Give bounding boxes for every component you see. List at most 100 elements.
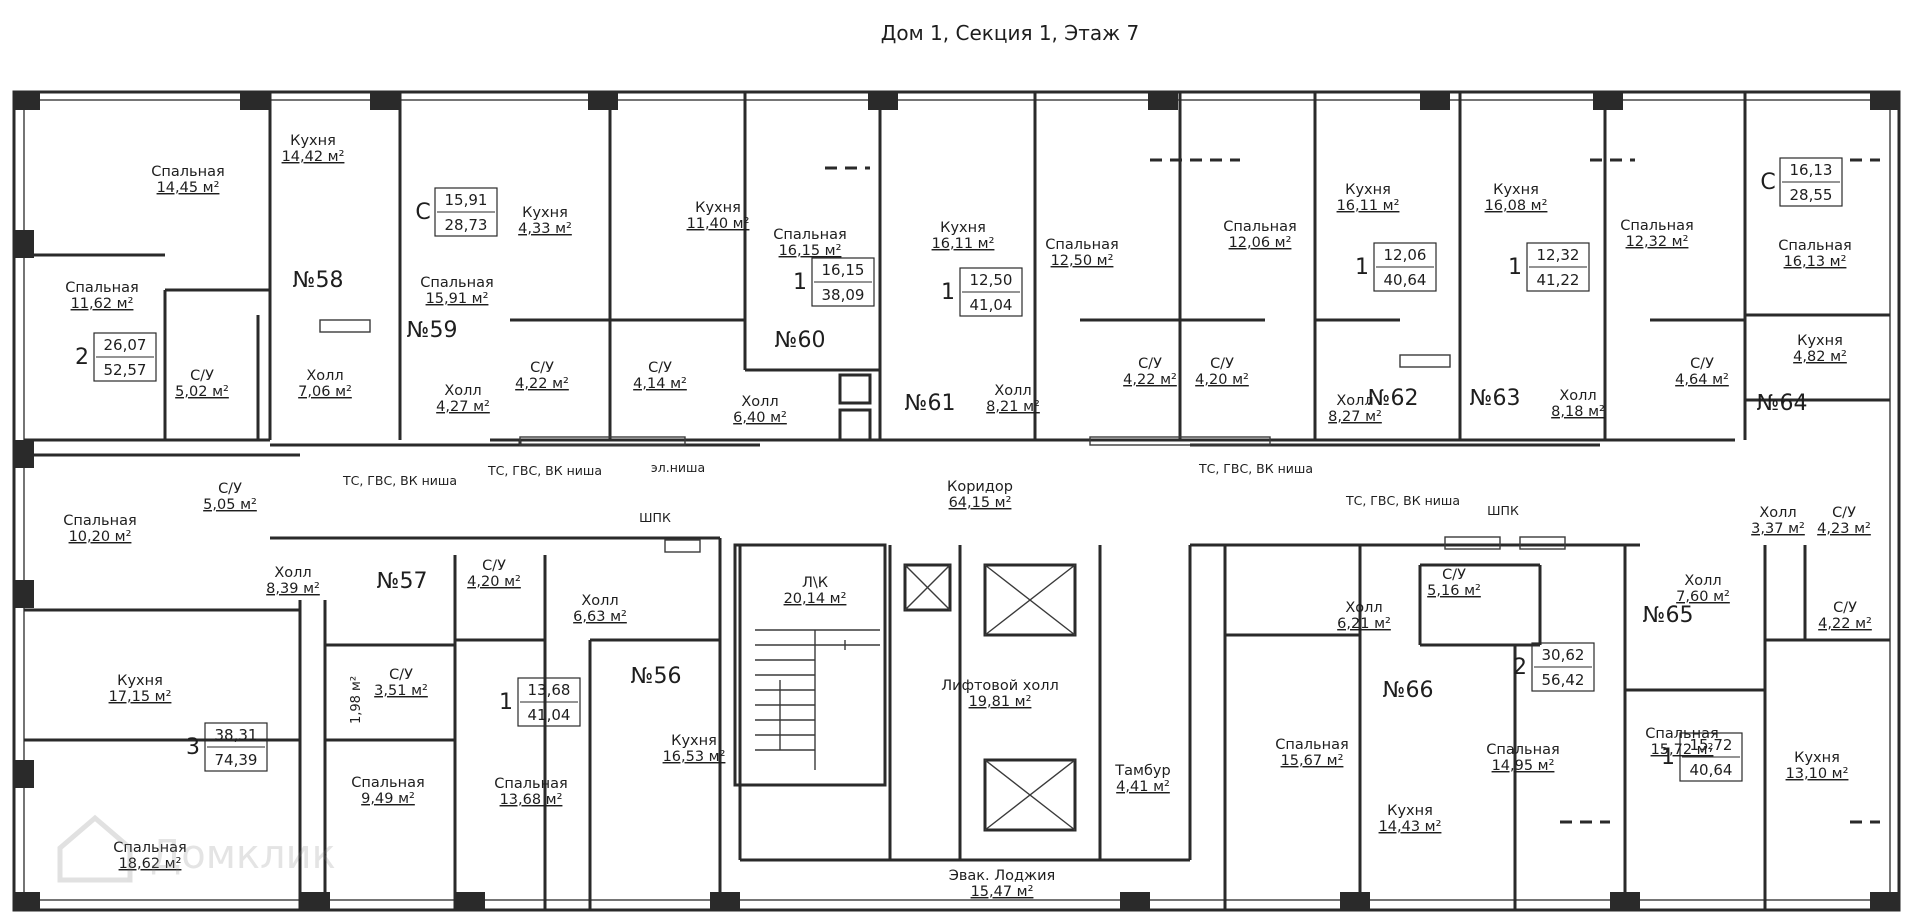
room-area: 64,15 м² xyxy=(949,495,1012,511)
apartment-living-area: 30,62 xyxy=(1542,646,1585,664)
plan-title: Дом 1, Секция 1, Этаж 7 xyxy=(881,21,1140,45)
apartment-living-area: 16,13 xyxy=(1790,161,1833,179)
apartment-total-area: 28,55 xyxy=(1790,186,1833,204)
apartment-room-count: 1 xyxy=(1508,255,1522,280)
room-name: Холл xyxy=(444,383,481,399)
room-name: Кухня xyxy=(117,673,163,689)
apartment-number: №58 xyxy=(293,268,344,293)
apartment-number: №61 xyxy=(905,391,956,416)
room-area: 4,82 м² xyxy=(1793,349,1847,365)
room-name: Спальная xyxy=(1645,726,1718,742)
room-area: 19,81 м² xyxy=(969,694,1032,710)
room-29: С/У4,23 м² xyxy=(1817,505,1871,537)
outer-walls xyxy=(12,90,1901,912)
room-area: 13,68 м² xyxy=(500,792,563,808)
room-area: 12,32 м² xyxy=(1626,234,1689,250)
apartment-living-area: 16,15 xyxy=(822,261,865,279)
apartment-summary-box xyxy=(1526,242,1590,292)
room-name: Спальная xyxy=(1275,737,1348,753)
niche-note-1: ТС, ГВС, ВК ниша xyxy=(342,473,457,488)
room-name: Спальная xyxy=(1223,219,1296,235)
room-8: С/У4,22 м² xyxy=(515,360,569,392)
apartment-living-area: 12,50 xyxy=(970,271,1013,289)
el-niche-note: эл.ниша xyxy=(651,460,705,475)
room-52: С/У4,22 м² xyxy=(1818,600,1872,632)
apartment-summary-box xyxy=(1373,242,1437,292)
apartment-living-area: 38,31 xyxy=(215,726,258,744)
room-name: Холл xyxy=(306,368,343,384)
room-area: 8,39 м² xyxy=(266,581,320,597)
room-name: Кухня xyxy=(1387,803,1433,819)
room-name: Холл xyxy=(1759,505,1796,521)
room-name: Тамбур xyxy=(1114,763,1170,779)
room-area: 14,42 м² xyxy=(282,149,345,165)
apartment-room-count: 1 xyxy=(793,270,807,295)
apartment-total-area: 41,04 xyxy=(528,706,571,724)
apartment-total-area: 74,39 xyxy=(215,751,258,769)
apartment-living-area: 12,06 xyxy=(1384,246,1427,264)
apartment-room-count: 1 xyxy=(499,690,513,715)
room-41: Л\К20,14 м² xyxy=(784,575,847,607)
room-name: Кухня xyxy=(695,200,741,216)
room-area: 9,49 м² xyxy=(361,791,415,807)
room-area: 4,20 м² xyxy=(1195,372,1249,388)
room-area: 3,51 м² xyxy=(374,683,428,699)
apartment-total-area: 28,73 xyxy=(445,216,488,234)
apartment-room-count: 1 xyxy=(1661,745,1675,770)
room-area: 14,43 м² xyxy=(1379,819,1442,835)
room-31: С/У5,05 м² xyxy=(203,481,257,513)
room-name: Кухня xyxy=(1794,750,1840,766)
room-name: Кухня xyxy=(940,220,986,236)
room-area: 11,62 м² xyxy=(71,296,134,312)
apartment-room-count: 2 xyxy=(1513,655,1527,680)
apartment-total-area: 40,64 xyxy=(1690,761,1733,779)
room-17: С/У4,22 м² xyxy=(1123,356,1177,388)
house-logo-icon xyxy=(57,814,133,883)
apartment-summary-box xyxy=(1779,157,1843,207)
room-name: Спальная xyxy=(65,280,138,296)
room-area: 10,20 м² xyxy=(69,529,132,545)
room-area: 6,21 м² xyxy=(1337,616,1391,632)
room-area: 4,33 м² xyxy=(518,221,572,237)
apartment-room-count: С xyxy=(415,200,430,225)
room-34: С/У3,51 м² xyxy=(374,667,428,699)
room-area: 8,21 м² xyxy=(986,399,1040,415)
apartment-living-area: 13,68 xyxy=(528,681,571,699)
apartment-summary-box xyxy=(204,722,268,772)
apartment-summary-box xyxy=(811,257,875,307)
room-area: 20,14 м² xyxy=(784,591,847,607)
room-name: С/У xyxy=(218,481,242,497)
room-area: 3,37 м² xyxy=(1751,521,1805,537)
apartment-number: №57 xyxy=(377,569,428,594)
apartment-summary-box xyxy=(1679,732,1743,782)
room-19: С/У4,20 м² xyxy=(1195,356,1249,388)
apartment-total-area: 56,42 xyxy=(1542,671,1585,689)
room-area: 4,64 м² xyxy=(1675,372,1729,388)
stair-and-lift-core xyxy=(733,373,1077,832)
room-area: 13,10 м² xyxy=(1786,766,1849,782)
room-area: 16,08 м² xyxy=(1485,198,1548,214)
